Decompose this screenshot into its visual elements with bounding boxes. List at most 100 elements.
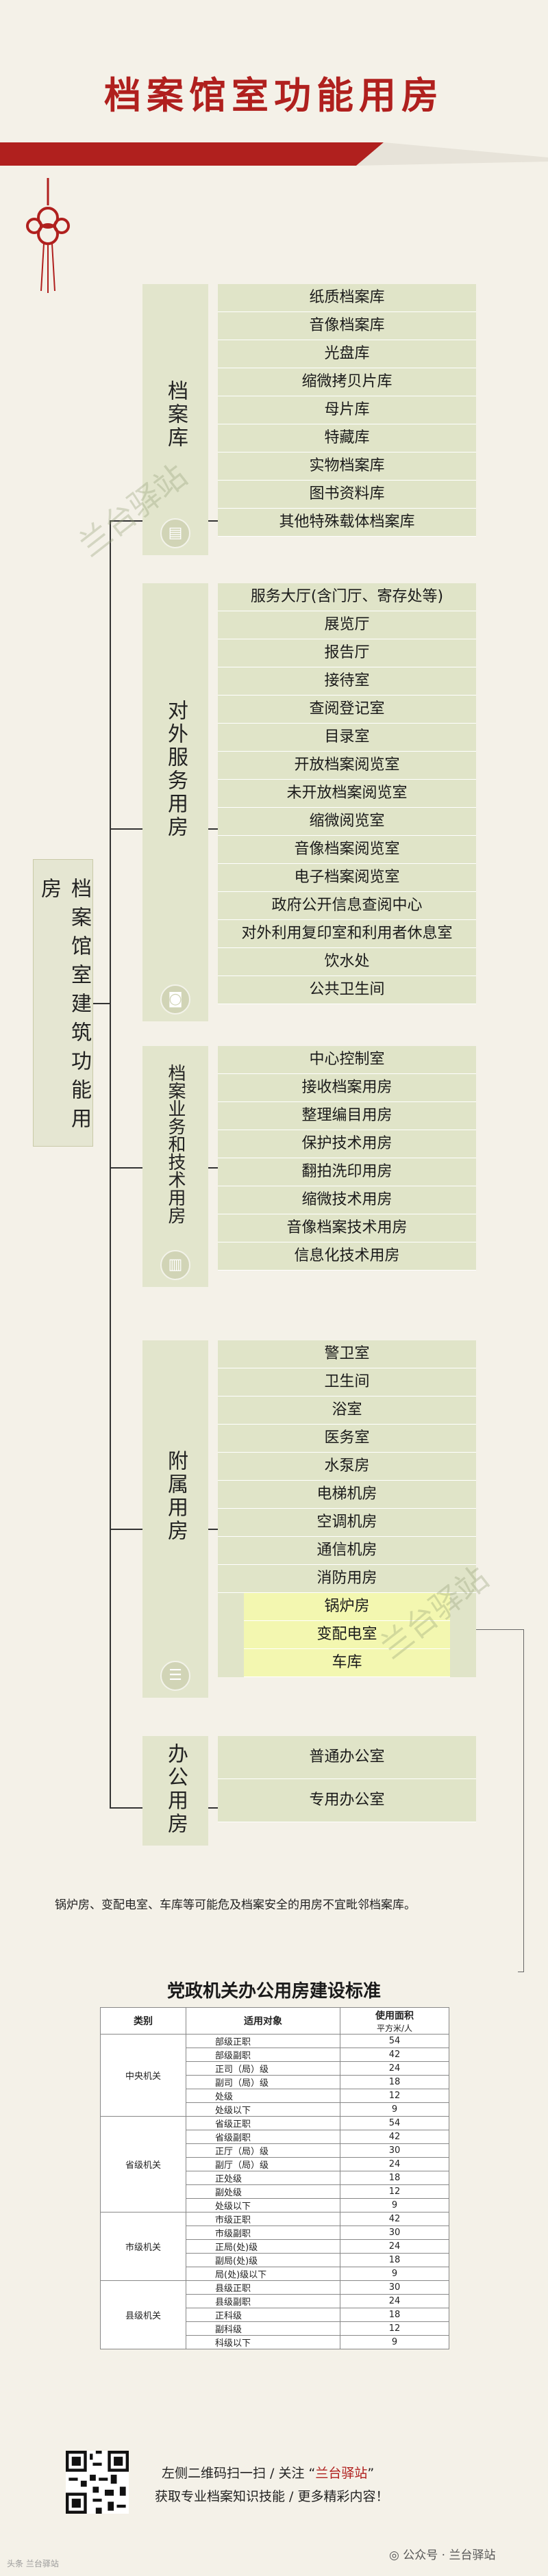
table-cell-target: 市级副职 [186,2226,340,2240]
item-list: 普通办公室 专用办公室 [218,1736,476,1822]
list-item-highlighted: 车库 [244,1649,450,1677]
list-item: 查阅登记室 [218,696,476,724]
page-title: 档案馆室功能用房 [0,65,548,119]
table-cell-target: 局(处)级以下 [186,2267,340,2281]
list-item: 目录室 [218,724,476,752]
item-list: 纸质档案库 音像档案库 光盘库 缩微拷贝片库 母片库 特藏库 实物档案库 图书资… [218,284,476,537]
table-cell-area: 18 [340,2254,449,2267]
category-label: 附属用房 [162,1450,189,1543]
list-item: 光盘库 [218,340,476,368]
footer-line2: 获取专业档案知识技能 / 更多精彩内容！ [155,2486,388,2505]
list-item: 水泵房 [218,1453,476,1481]
header-area-line2: 平方米/人 [342,2022,447,2034]
table-cell-area: 12 [340,2322,449,2336]
table-cell-area: 42 [340,2130,449,2144]
table-cell-area: 12 [340,2185,449,2199]
header-area: 使用面积 平方米/人 [340,2008,449,2035]
root-connector [93,1003,110,1004]
category-label: 办公用房 [162,1743,189,1836]
bracket-line [208,520,218,522]
list-item: 翻拍洗印用房 [218,1158,476,1186]
table-cell-area: 24 [340,2062,449,2076]
list-item: 专用办公室 [218,1779,476,1822]
category-label: 对外服务用房 [162,700,189,839]
list-item: 特藏库 [218,424,476,452]
list-item: 音像档案库 [218,312,476,340]
list-item: 缩微阅览室 [218,808,476,836]
table-cell-area: 18 [340,2076,449,2089]
note-connector [523,1629,524,1972]
table-body: 中央机关部级正职54部级副职42正司（局）级24副司（局）级18处级12处级以下… [101,2035,449,2349]
item-list: 服务大厅(含门厅、寄存处等) 展览厅 报告厅 接待室 查阅登记室 目录室 开放档… [218,583,476,1004]
list-item: 卫生间 [218,1368,476,1397]
list-item: 音像档案技术用房 [218,1214,476,1242]
table-cell-target: 省级副职 [186,2130,340,2144]
table-cell-target: 正司（局）级 [186,2062,340,2076]
bracket-line [208,1529,218,1530]
category-label: 档案库 [162,380,189,450]
table-cell-area: 18 [340,2171,449,2185]
list-item: 未开放档案阅览室 [218,780,476,808]
list-item: 接收档案用房 [218,1074,476,1102]
table-header-row: 类别 适用对象 使用面积 平方米/人 [101,2008,449,2035]
category-public-service: 对外服务用房 ◙ [142,583,208,1021]
chat-icon: ☰ [160,1661,190,1691]
brand-name: 兰台驿站 [315,2466,367,2481]
list-item: 信息化技术用房 [218,1242,476,1271]
item-list: 中心控制室 接收档案用房 整理编目用房 保护技术用房 翻拍洗印用房 缩微技术用房… [218,1046,476,1271]
table-cell-target: 副局(处)级 [186,2254,340,2267]
list-item: 音像档案阅览室 [218,836,476,864]
qr-code-icon [66,2451,129,2514]
list-item: 中心控制室 [218,1046,476,1074]
bracket-line [208,1807,218,1809]
table-cell-target: 县级正职 [186,2281,340,2295]
table-cell-area: 18 [340,2308,449,2322]
list-item: 展览厅 [218,611,476,639]
list-item: 浴室 [218,1397,476,1425]
table-cell-target: 县级副职 [186,2295,340,2308]
table-cell-category: 市级机关 [101,2212,186,2281]
table-cell-area: 54 [340,2035,449,2048]
list-item: 电梯机房 [218,1481,476,1509]
list-item: 饮水处 [218,948,476,976]
list-item: 缩微拷贝片库 [218,368,476,396]
film-icon: ▤ [160,518,190,548]
table-cell-category: 省级机关 [101,2117,186,2212]
table-cell-area: 24 [340,2240,449,2254]
table-cell-area: 30 [340,2226,449,2240]
list-item: 图书资料库 [218,481,476,509]
table-cell-target: 部级副职 [186,2048,340,2062]
branch-line [110,1529,142,1530]
table-cell-target: 科级以下 [186,2336,340,2349]
header-category: 类别 [101,2008,186,2035]
category-label: 档案业务和技术用房 [164,1064,187,1224]
root-node: 档案馆室建筑功能用房 [33,859,93,1147]
list-item: 电子档案阅览室 [218,864,476,892]
category-office: 办公用房 [142,1736,208,1846]
list-item: 母片库 [218,396,476,424]
table-cell-area: 24 [340,2295,449,2308]
list-item: 普通办公室 [218,1736,476,1779]
table-cell-target: 副科级 [186,2322,340,2336]
list-item: 缩微技术用房 [218,1186,476,1214]
branch-line [110,828,142,830]
list-item: 公共卫生间 [218,976,476,1004]
table-cell-area: 9 [340,2267,449,2281]
table-cell-area: 30 [340,2144,449,2158]
table-cell-target: 市级正职 [186,2212,340,2226]
root-label: 档案馆室建筑功能用房 [34,878,94,1146]
list-item: 报告厅 [218,639,476,667]
table-title: 党政机关办公用房建设标准 [0,1977,548,2002]
table-cell-target: 副厅（局）级 [186,2158,340,2171]
chinese-knot-icon [21,178,75,294]
wechat-icon: ◎ [389,2549,403,2562]
list-item: 保护技术用房 [218,1130,476,1158]
bracket-line [208,1167,218,1169]
wechat-account-label: 公众号 · 兰台驿站 [403,2549,495,2562]
list-item: 其他特殊载体档案库 [218,509,476,537]
